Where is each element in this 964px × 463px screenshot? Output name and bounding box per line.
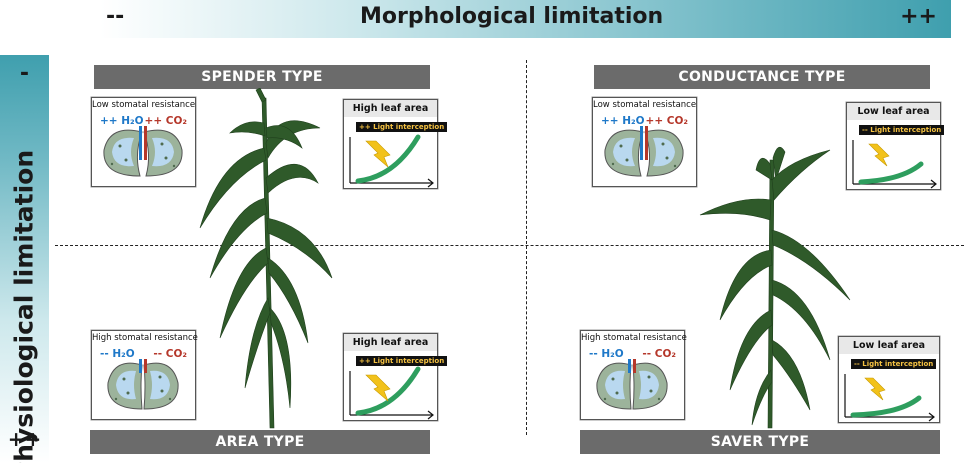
stomata-card-title: High stomatal resistance bbox=[92, 333, 198, 343]
co2-label: -- CO₂ bbox=[642, 348, 676, 360]
morph-high-label: ++ bbox=[900, 4, 937, 29]
physiological-axis-bar: - Physiological limitation ++ bbox=[0, 55, 49, 463]
h2o-label: ++ H₂O bbox=[100, 115, 144, 127]
growth-curve-icon bbox=[349, 366, 434, 420]
lightning-icon bbox=[868, 143, 890, 167]
physio-low-label: - bbox=[19, 61, 30, 86]
leaf-area-title: High leaf area bbox=[344, 334, 437, 351]
wheat-plant-icon bbox=[199, 88, 333, 429]
morph-low-label: -- bbox=[106, 4, 125, 29]
stomata-icon bbox=[103, 126, 183, 177]
lightning-icon bbox=[365, 374, 391, 402]
stomata-card-saver: High stomatal resistance -- H₂O -- CO₂ bbox=[580, 330, 687, 420]
leaf-area-title: Low leaf area bbox=[847, 103, 940, 120]
co2-label: -- CO₂ bbox=[153, 348, 187, 360]
light-interception-tag: ++ Light interception bbox=[356, 356, 448, 366]
saver-type-banner: SAVER TYPE bbox=[580, 430, 940, 454]
growth-curve-icon bbox=[844, 374, 935, 422]
area-type-banner: AREA TYPE bbox=[90, 430, 430, 454]
lightning-icon bbox=[864, 377, 886, 401]
stomata-icon bbox=[596, 359, 668, 410]
conductance-type-banner: CONDUCTANCE TYPE bbox=[594, 65, 930, 89]
morphological-axis-bar: -- Morphological limitation ++ bbox=[100, 0, 951, 38]
morph-axis-title: Morphological limitation bbox=[360, 4, 664, 29]
stomata-card-area: High stomatal resistance -- H₂O -- CO₂ bbox=[91, 330, 198, 420]
leaf-area-card-area: High leaf area ++ Light interception bbox=[343, 333, 448, 421]
leaf-area-card-spender: High leaf area ++ Light interception bbox=[343, 99, 448, 189]
spender-type-banner: SPENDER TYPE bbox=[94, 65, 430, 89]
leaf-area-card-conductance: Low leaf area -- Light interception bbox=[846, 102, 945, 190]
physio-axis-title: Physiological limitation bbox=[9, 149, 39, 463]
stomata-card-title: Low stomatal resistance bbox=[593, 100, 697, 110]
vertical-divider bbox=[526, 60, 527, 435]
stomata-card-conductance: Low stomatal resistance ++ H₂O ++ CO₂ bbox=[592, 97, 697, 187]
leaf-area-title: Low leaf area bbox=[839, 337, 939, 354]
stomata-icon bbox=[107, 359, 179, 410]
h2o-label: ++ H₂O bbox=[601, 115, 645, 127]
stomata-icon bbox=[604, 126, 684, 177]
lightning-icon bbox=[365, 140, 391, 168]
growth-curve-icon bbox=[852, 140, 937, 189]
co2-label: ++ CO₂ bbox=[144, 115, 187, 127]
stomata-card-title: High stomatal resistance bbox=[581, 333, 687, 343]
leaf-area-title: High leaf area bbox=[344, 100, 437, 117]
growth-curve-icon bbox=[349, 134, 434, 188]
h2o-label: -- H₂O bbox=[100, 348, 135, 360]
co2-label: ++ CO₂ bbox=[645, 115, 688, 127]
horizontal-divider bbox=[55, 245, 964, 246]
stomata-card-title: Low stomatal resistance bbox=[92, 100, 196, 110]
h2o-label: -- H₂O bbox=[589, 348, 624, 360]
light-interception-tag: -- Light interception bbox=[859, 125, 945, 135]
light-interception-tag: -- Light interception bbox=[851, 359, 937, 369]
stomata-card-spender: Low stomatal resistance ++ H₂O ++ CO₂ bbox=[91, 97, 196, 187]
light-interception-tag: ++ Light interception bbox=[356, 122, 448, 132]
wheat-plant-icon bbox=[699, 146, 851, 429]
physio-high-label: ++ bbox=[7, 427, 42, 451]
leaf-area-card-saver: Low leaf area -- Light interception bbox=[838, 336, 940, 423]
